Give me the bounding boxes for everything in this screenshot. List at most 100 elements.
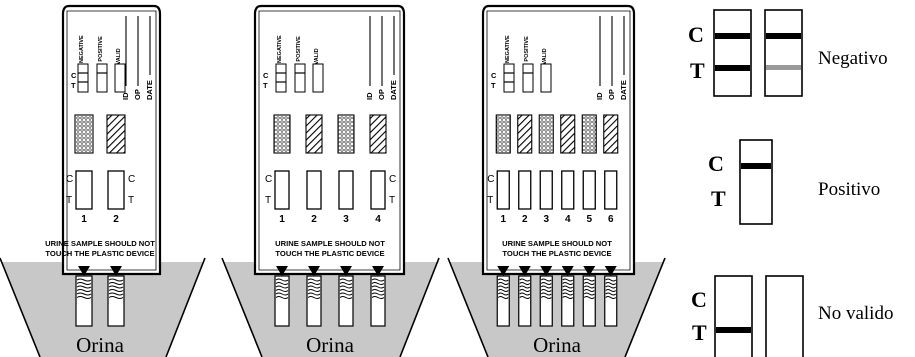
strip-wave-pattern (497, 278, 509, 299)
positive-instruction: (+) POSITIVE (98, 36, 104, 70)
id-field-label: ID (121, 92, 130, 100)
result-no-valido: C T No valido (691, 275, 893, 357)
c-marker: C (487, 174, 494, 185)
result-window (561, 170, 575, 210)
result-window (338, 170, 354, 210)
date-field-label: DATE (145, 80, 154, 100)
t-marker: T (66, 195, 72, 206)
dip-arrow (518, 266, 531, 276)
strip-wave-pattern (583, 278, 595, 299)
warning-line-1: URINE SAMPLE SHOULD NOT (275, 239, 385, 248)
op-field-label: OP (133, 89, 142, 100)
test-line-label: T (711, 186, 726, 211)
cup-wall-left (447, 257, 489, 357)
strip-number: 3 (343, 214, 349, 225)
example-window (312, 63, 324, 93)
example-window (96, 63, 108, 93)
result-window (370, 170, 386, 210)
t-marker: T (128, 195, 134, 206)
result-window (75, 170, 93, 210)
dipping-strip (75, 275, 93, 327)
warning-line-2: TOUCH THE PLASTIC DEVICE (275, 249, 384, 258)
strip-wave-pattern (540, 278, 552, 299)
c-marker: C (265, 174, 272, 185)
warning-line-2: TOUCH THE PLASTIC DEVICE (502, 249, 611, 258)
test-line-label: T (690, 58, 705, 83)
example-window (294, 63, 306, 93)
c-marker: C (66, 174, 73, 185)
date-field-label: DATE (389, 80, 398, 100)
strip-number: 4 (375, 214, 381, 225)
control-line-label: C (688, 22, 704, 47)
cup-label: Orina (76, 333, 124, 357)
result-window (604, 170, 618, 210)
example-window (77, 63, 89, 93)
strip-wave-pattern (275, 278, 289, 299)
invalid-instruction: INVALID (116, 48, 122, 70)
test-line-label: T (692, 320, 707, 345)
c-marker: C (71, 71, 77, 80)
warning-line-1: URINE SAMPLE SHOULD NOT (45, 239, 155, 248)
positive-instruction: (+) POSITIVE (296, 36, 302, 70)
strip-wave-pattern (371, 278, 385, 299)
t-marker: T (265, 195, 271, 206)
strip-number: 4 (565, 214, 571, 225)
dip-arrow (78, 266, 90, 276)
dip-arrow (561, 266, 574, 276)
c-marker: C (389, 174, 396, 185)
cup-wall-right (624, 257, 666, 357)
warning-line-2: TOUCH THE PLASTIC DEVICE (45, 249, 154, 258)
dip-arrow (308, 266, 320, 276)
faint-test-line (766, 65, 801, 70)
c-marker: C (128, 174, 135, 185)
result-positivo: C T Positivo (708, 139, 880, 225)
cup-label: Orina (306, 333, 354, 357)
strip-wave-pattern (562, 278, 574, 299)
result-window (582, 170, 596, 210)
sample-pad (369, 114, 387, 154)
control-line-label: C (691, 287, 707, 312)
positive-instruction: (+) POSITIVE (524, 36, 530, 70)
t-marker: T (263, 81, 268, 90)
result-no-valido-label: No valido (818, 303, 893, 324)
dipping-strip (107, 275, 125, 327)
dip-arrow (583, 266, 596, 276)
cup-wall-left (0, 257, 41, 357)
result-window (539, 170, 553, 210)
cup-label: Orina (533, 333, 581, 357)
test-line (716, 327, 751, 333)
result-strip-negative-2 (764, 9, 803, 97)
example-window (522, 63, 534, 93)
sample-pad (603, 114, 619, 154)
control-line-label: C (708, 151, 724, 176)
strip-wave-pattern (76, 278, 92, 299)
result-strip-invalid-2 (765, 275, 804, 357)
strip-number: 5 (586, 214, 592, 225)
date-field-label: DATE (619, 80, 628, 100)
result-window (107, 170, 125, 210)
strip-wave-pattern (108, 278, 124, 299)
control-line (766, 33, 801, 39)
strip-number: 3 (543, 214, 549, 225)
result-window (496, 170, 510, 210)
strip-number: 2 (522, 214, 528, 225)
example-window (114, 63, 126, 93)
negative-instruction: (-) NEGATIVE (79, 35, 85, 70)
cup-wall-right (165, 257, 206, 357)
device-inner-border (258, 10, 401, 271)
dip-arrow (604, 266, 617, 276)
urine-liquid (1, 262, 204, 357)
example-window (503, 63, 515, 93)
op-field-label: OP (377, 89, 386, 100)
id-field-label: ID (365, 92, 374, 100)
control-line (715, 33, 750, 39)
dip-arrow (540, 266, 553, 276)
strip-number: 2 (311, 214, 317, 225)
control-line (741, 163, 771, 169)
id-field-label: ID (595, 92, 604, 100)
sample-pad (581, 114, 597, 154)
t-marker: T (487, 195, 493, 206)
dip-arrow (340, 266, 352, 276)
strip-wave-pattern (307, 278, 321, 299)
example-window (540, 63, 552, 93)
